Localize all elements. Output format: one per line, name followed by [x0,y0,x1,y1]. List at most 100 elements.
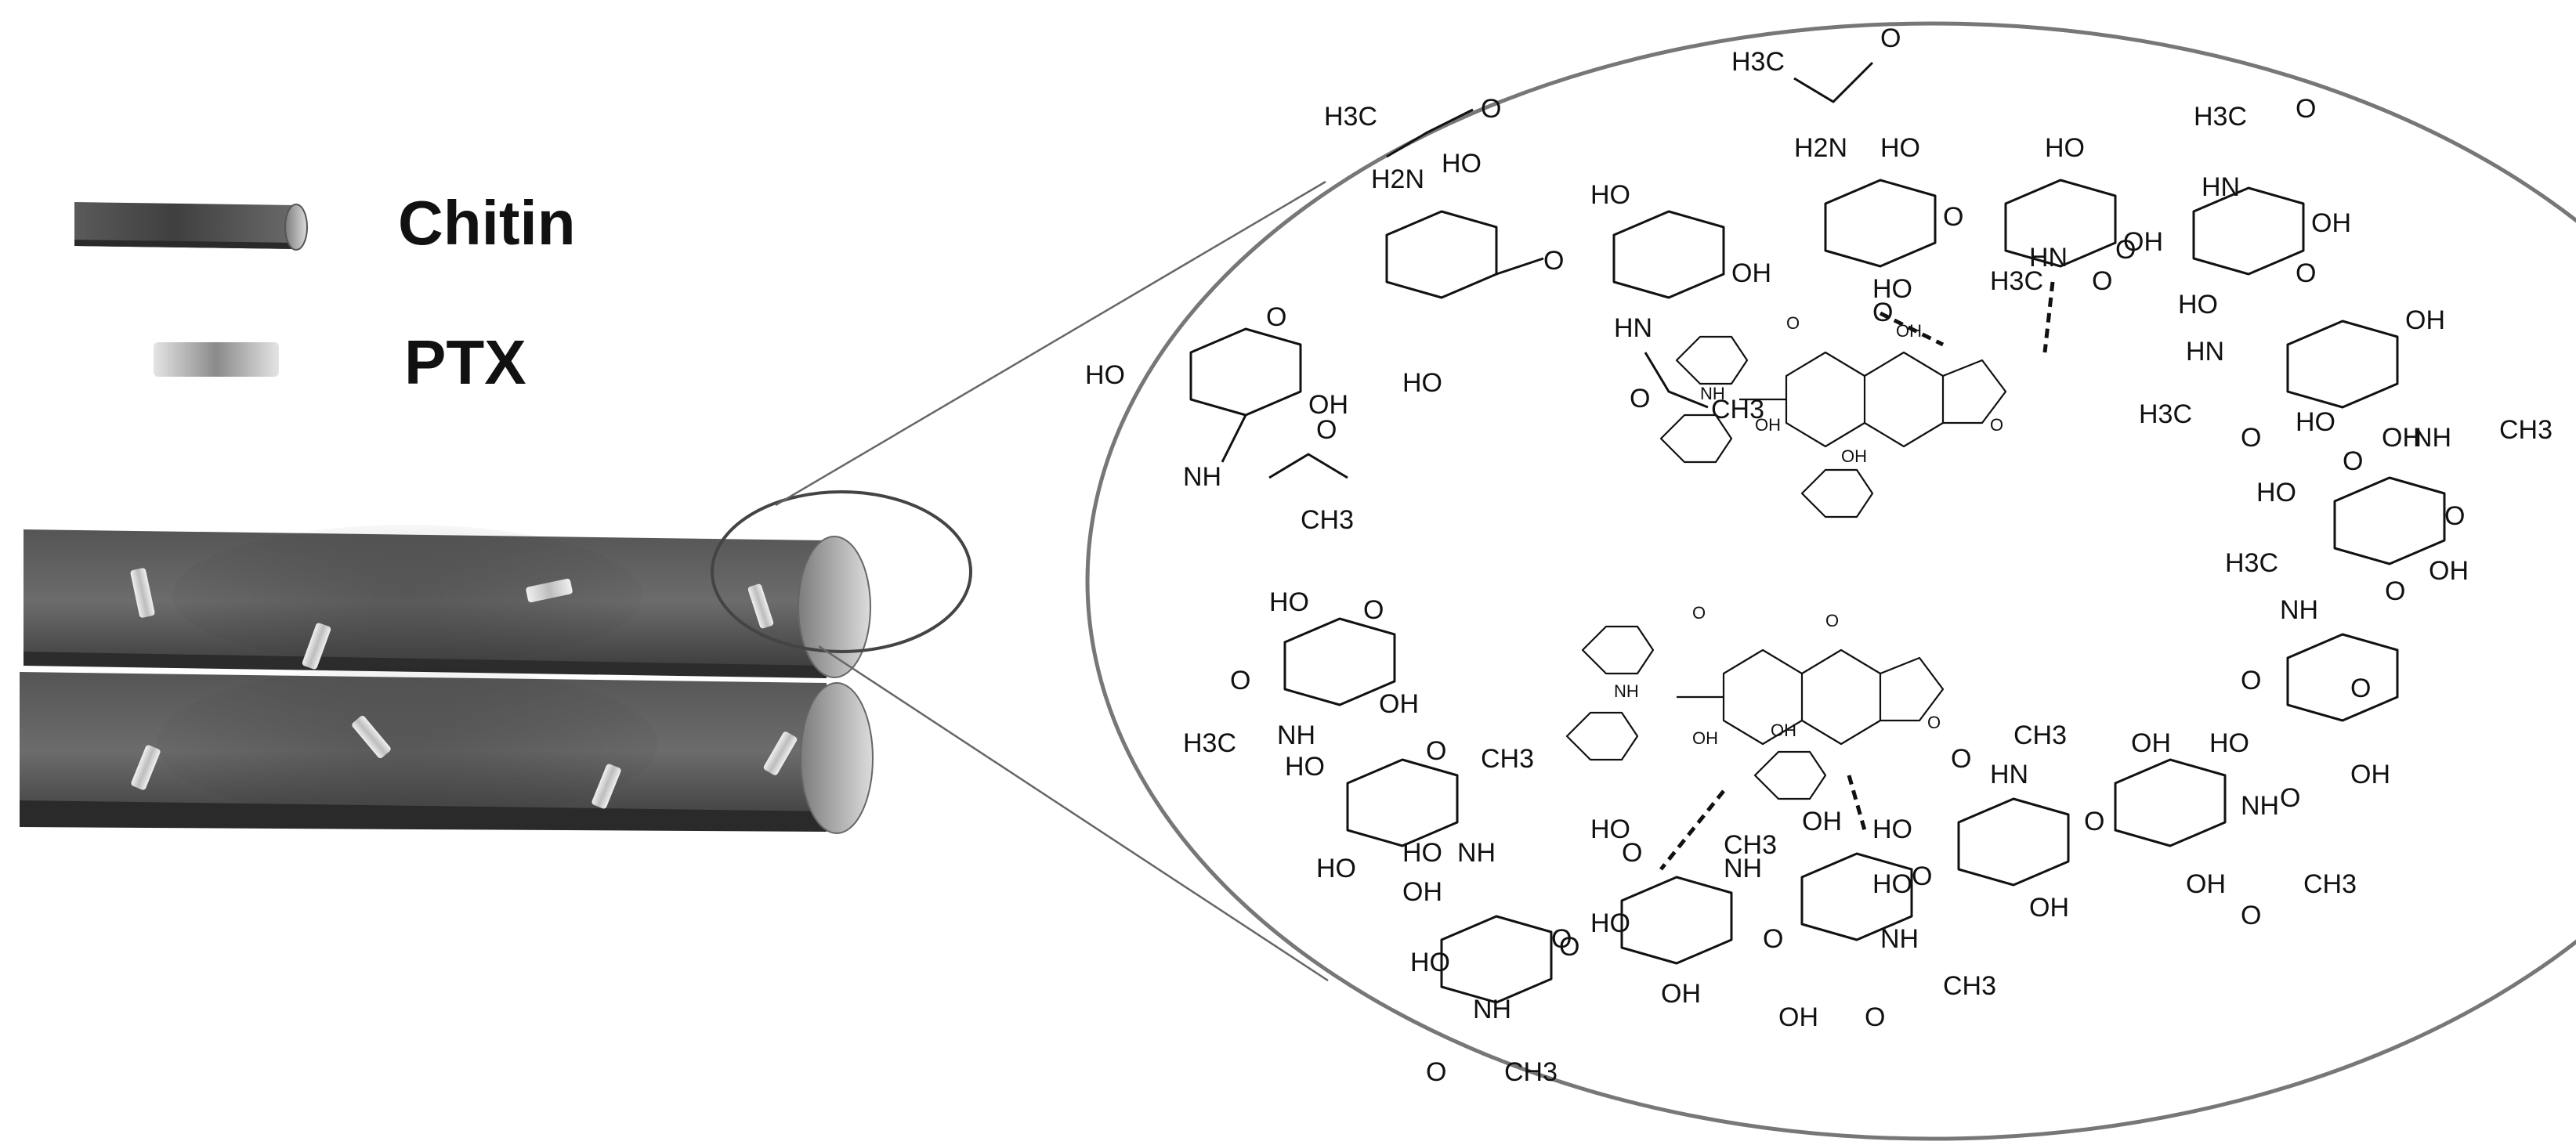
ptx-rod [747,583,774,629]
ptx-rod [763,731,798,775]
chitin-fiber-bottom [20,666,874,834]
amide-nh-label: NH [1473,995,1511,1024]
ptx-rod [302,623,331,670]
h-bond [2042,281,2055,353]
sugar-ring: H3C NH O HO O OH O [2209,548,2399,813]
methyl-label: H3C [1183,728,1236,758]
hydroxyl-label: OH [2429,556,2469,586]
methyl-label: H3C [1324,102,1377,132]
ptx-rods [130,568,798,809]
carbonyl-o: O [1481,94,1501,124]
amine-label: H2N [1371,164,1424,194]
hydroxyl-label: OH [1778,1002,1818,1032]
hydroxyl-label: HO [1872,274,1912,304]
hydroxyl-label: OH [2131,728,2171,758]
hydroxyl-label: HO [1316,854,1356,883]
ptx-rod [130,568,155,618]
hydroxyl-label: HO [1269,587,1309,617]
hydroxyl-label: HO [1442,149,1482,179]
ptx-oh-label: OH [1692,728,1718,748]
methyl-label: CH3 [2303,869,2357,899]
hydroxyl-label: HO [1410,948,1450,977]
carbonyl-o: O [2241,666,2261,695]
hydroxyl-label: OH [2382,423,2422,453]
h-bond [1879,311,1945,347]
h-bond [1847,775,1867,831]
amide-nh-label: HN [1614,313,1652,343]
amide-nh-label: NH [1183,462,1221,492]
hydroxyl-label: HO [1285,752,1325,782]
glycosidic-o: O [2296,258,2316,288]
carbonyl-o: O [1951,744,1971,774]
carbonyl-o: O [2241,423,2261,453]
sugar-ring: HO NH O CH3 HO OH O [1551,815,1777,1009]
amide-nh-label: NH [1457,838,1496,868]
glycosidic-o: O [1912,861,1932,891]
carbonyl-o: O [1316,415,1337,445]
sugar-ring: HO O CH3 NH HO [1285,736,1534,883]
hydrogen-bonds [1659,281,2055,871]
ptx-o-label: O [1786,313,1800,333]
hydroxyl-label: OH [2029,893,2069,923]
ring-oxygen: O [1363,595,1384,625]
zoom-magnified-ellipse [1085,21,2576,1141]
amide-nh-label: NH [1880,924,1919,954]
methyl-label: H3C [1731,47,1785,77]
glycosidic-o: O [1551,924,1572,954]
glycosidic-o: O [2385,576,2405,606]
hydroxyl-label: HO [1590,180,1630,210]
h-bond [1659,789,1725,871]
sugar-ring: HN CH3 O HO HO OH O [1872,721,2070,923]
sugar-ring: HO [1402,838,1442,868]
ptx-molecule-upper: NH OH OH OH O O [1659,313,2007,518]
ptx-oh-label: OH [1841,446,1867,466]
glycosidic-o: O [2343,446,2363,476]
methyl-label: H3C [2194,102,2247,132]
ptx-rod [352,715,391,759]
ptx-rod [526,578,573,603]
hydroxyl-label: OH [1731,258,1771,288]
sugar-ring: H2N HO H3C O O O [1731,23,1963,327]
legend: Chitin PTX [74,188,576,397]
sugar-ring: HO HN OH H3C O HO [1872,133,2163,304]
amide-nh-label: HN [1990,760,2028,789]
carbonyl-o: O [2092,266,2112,296]
hydroxyl-label: HO [2178,290,2218,320]
methyl-label: CH3 [1301,505,1354,535]
hydroxyl-label: HO [1872,815,1912,844]
hydroxyl-label: HO [2045,133,2085,163]
carbonyl-o: O [1865,1002,1885,1032]
sugar-ring: OH HO NH O CH3 O [1402,877,1579,1087]
amide-nh-label: HN [2202,172,2240,202]
hydroxyl-label: OH [2186,869,2226,899]
hydroxyl-label: HO [1085,360,1125,390]
ptx-rod [131,745,161,790]
ptx-molecule-lower: NH OH OH O O O [1565,603,1945,800]
glycosidic-o: O [2115,235,2136,265]
zoom-line-lower [818,645,1329,982]
amide-nh-label: NH [1277,721,1315,750]
sugar-ring: H2N HO HO O H3C O [1324,94,1564,398]
methyl-label: CH3 [2499,415,2552,445]
chitin-ring-structure: O HO OH NH O CH3 H2N HO HO O H3C O HO HN… [1085,23,2552,1087]
ptx-o-label: O [1990,415,2003,435]
sugar-ring: HO O H3C NH OH O [1183,587,1419,758]
hydroxyl-label: OH [1379,689,1419,719]
carbonyl-o: O [2241,901,2261,930]
amide-nh-label: HN [2186,337,2224,367]
chitin-legend-label: Chitin [398,188,576,258]
carbonyl-o: O [1880,23,1901,53]
hydroxyl-label: HO [2256,478,2296,507]
amine-label: H2N [1794,133,1847,163]
glycosidic-o: O [1543,246,1564,276]
carbonyl-o: O [2296,94,2316,124]
glycosidic-o: O [1559,932,1579,962]
carbonyl-o: O [1426,1057,1446,1087]
methyl-label: CH3 [1481,744,1534,774]
sugar-ring: HO HN OH O CH3 [1590,180,1771,424]
hydroxyl-label: OH [1402,877,1442,907]
carbonyl-o: O [1630,384,1650,414]
ring-oxygen: O [2350,674,2371,703]
glycosidic-o: O [1763,924,1783,954]
